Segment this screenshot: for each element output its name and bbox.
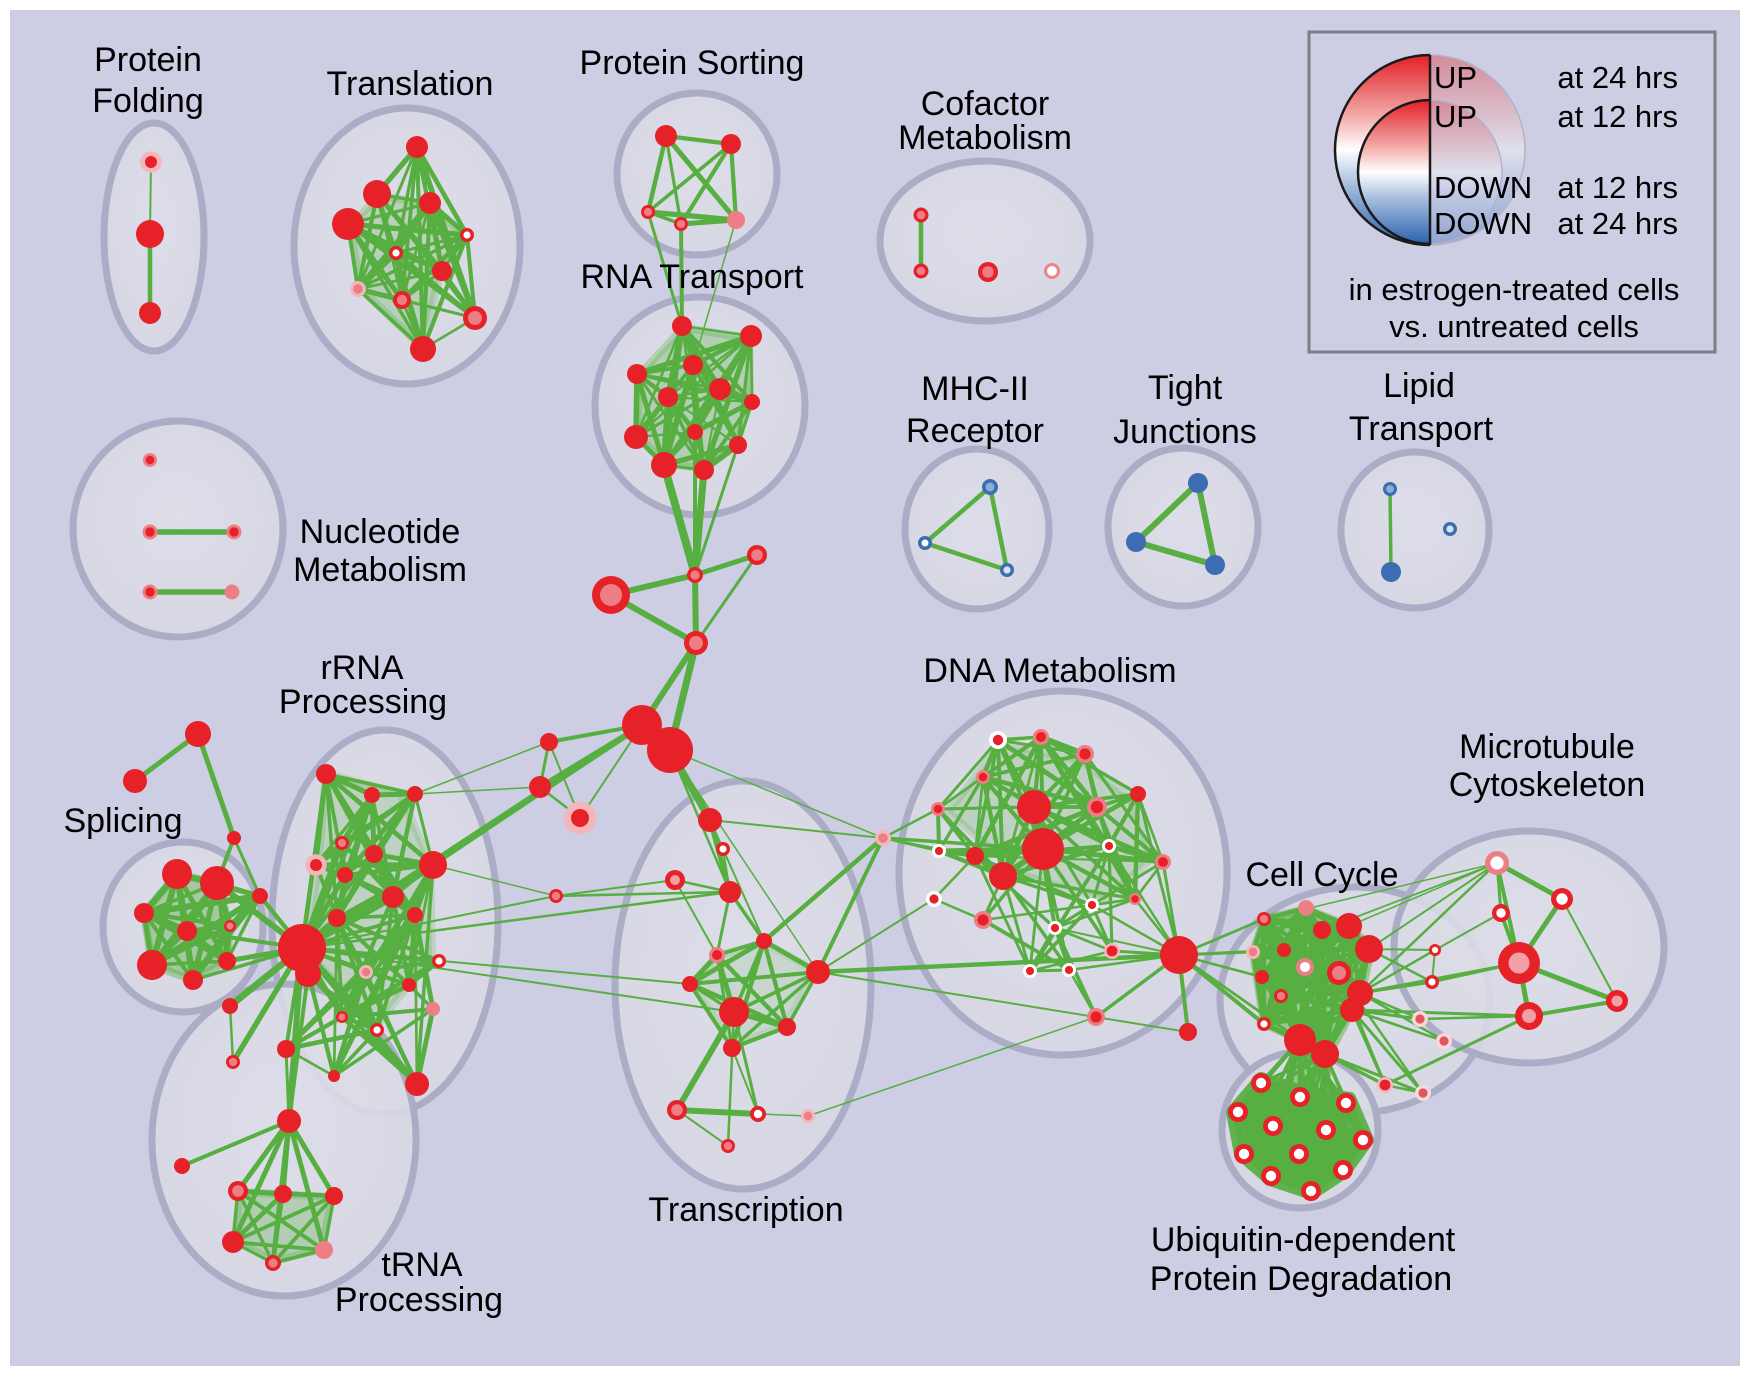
svg-text:Tight: Tight bbox=[1148, 369, 1223, 407]
svg-text:at 24 hrs: at 24 hrs bbox=[1557, 60, 1678, 95]
svg-text:Folding: Folding bbox=[92, 82, 204, 120]
svg-text:Lipid: Lipid bbox=[1383, 367, 1455, 405]
svg-text:Microtubule: Microtubule bbox=[1459, 728, 1635, 766]
svg-text:Transport: Transport bbox=[1349, 410, 1494, 448]
svg-text:Protein: Protein bbox=[94, 41, 202, 79]
svg-text:tRNA: tRNA bbox=[381, 1246, 463, 1284]
svg-text:DOWN: DOWN bbox=[1434, 206, 1532, 241]
svg-text:Junctions: Junctions bbox=[1113, 413, 1257, 451]
svg-text:Ubiquitin-dependent: Ubiquitin-dependent bbox=[1151, 1221, 1456, 1259]
svg-text:Protein Degradation: Protein Degradation bbox=[1150, 1260, 1452, 1298]
svg-text:Protein Sorting: Protein Sorting bbox=[580, 44, 805, 82]
svg-text:Processing: Processing bbox=[335, 1281, 503, 1319]
svg-text:at 12 hrs: at 12 hrs bbox=[1557, 170, 1678, 205]
svg-text:rRNA: rRNA bbox=[320, 649, 403, 687]
svg-text:Receptor: Receptor bbox=[906, 412, 1044, 450]
svg-text:at 24 hrs: at 24 hrs bbox=[1557, 206, 1678, 241]
svg-text:DOWN: DOWN bbox=[1434, 170, 1532, 205]
svg-text:vs. untreated cells: vs. untreated cells bbox=[1389, 309, 1639, 344]
svg-text:UP: UP bbox=[1434, 60, 1477, 95]
svg-text:Cofactor: Cofactor bbox=[921, 85, 1050, 123]
svg-text:Processing: Processing bbox=[279, 683, 447, 721]
svg-text:Metabolism: Metabolism bbox=[293, 551, 467, 589]
svg-text:MHC-II: MHC-II bbox=[921, 370, 1029, 408]
svg-text:at 12 hrs: at 12 hrs bbox=[1557, 99, 1678, 134]
svg-text:RNA Transport: RNA Transport bbox=[581, 258, 805, 296]
svg-text:DNA Metabolism: DNA Metabolism bbox=[923, 652, 1176, 690]
svg-text:Nucleotide: Nucleotide bbox=[300, 513, 461, 551]
svg-text:in estrogen-treated cells: in estrogen-treated cells bbox=[1349, 272, 1680, 307]
svg-text:Metabolism: Metabolism bbox=[898, 119, 1072, 157]
svg-text:Cell Cycle: Cell Cycle bbox=[1245, 856, 1398, 894]
svg-text:Translation: Translation bbox=[327, 65, 494, 103]
svg-text:UP: UP bbox=[1434, 99, 1477, 134]
svg-text:Splicing: Splicing bbox=[63, 802, 182, 840]
svg-text:Transcription: Transcription bbox=[648, 1191, 843, 1229]
svg-text:Cytoskeleton: Cytoskeleton bbox=[1449, 766, 1646, 804]
